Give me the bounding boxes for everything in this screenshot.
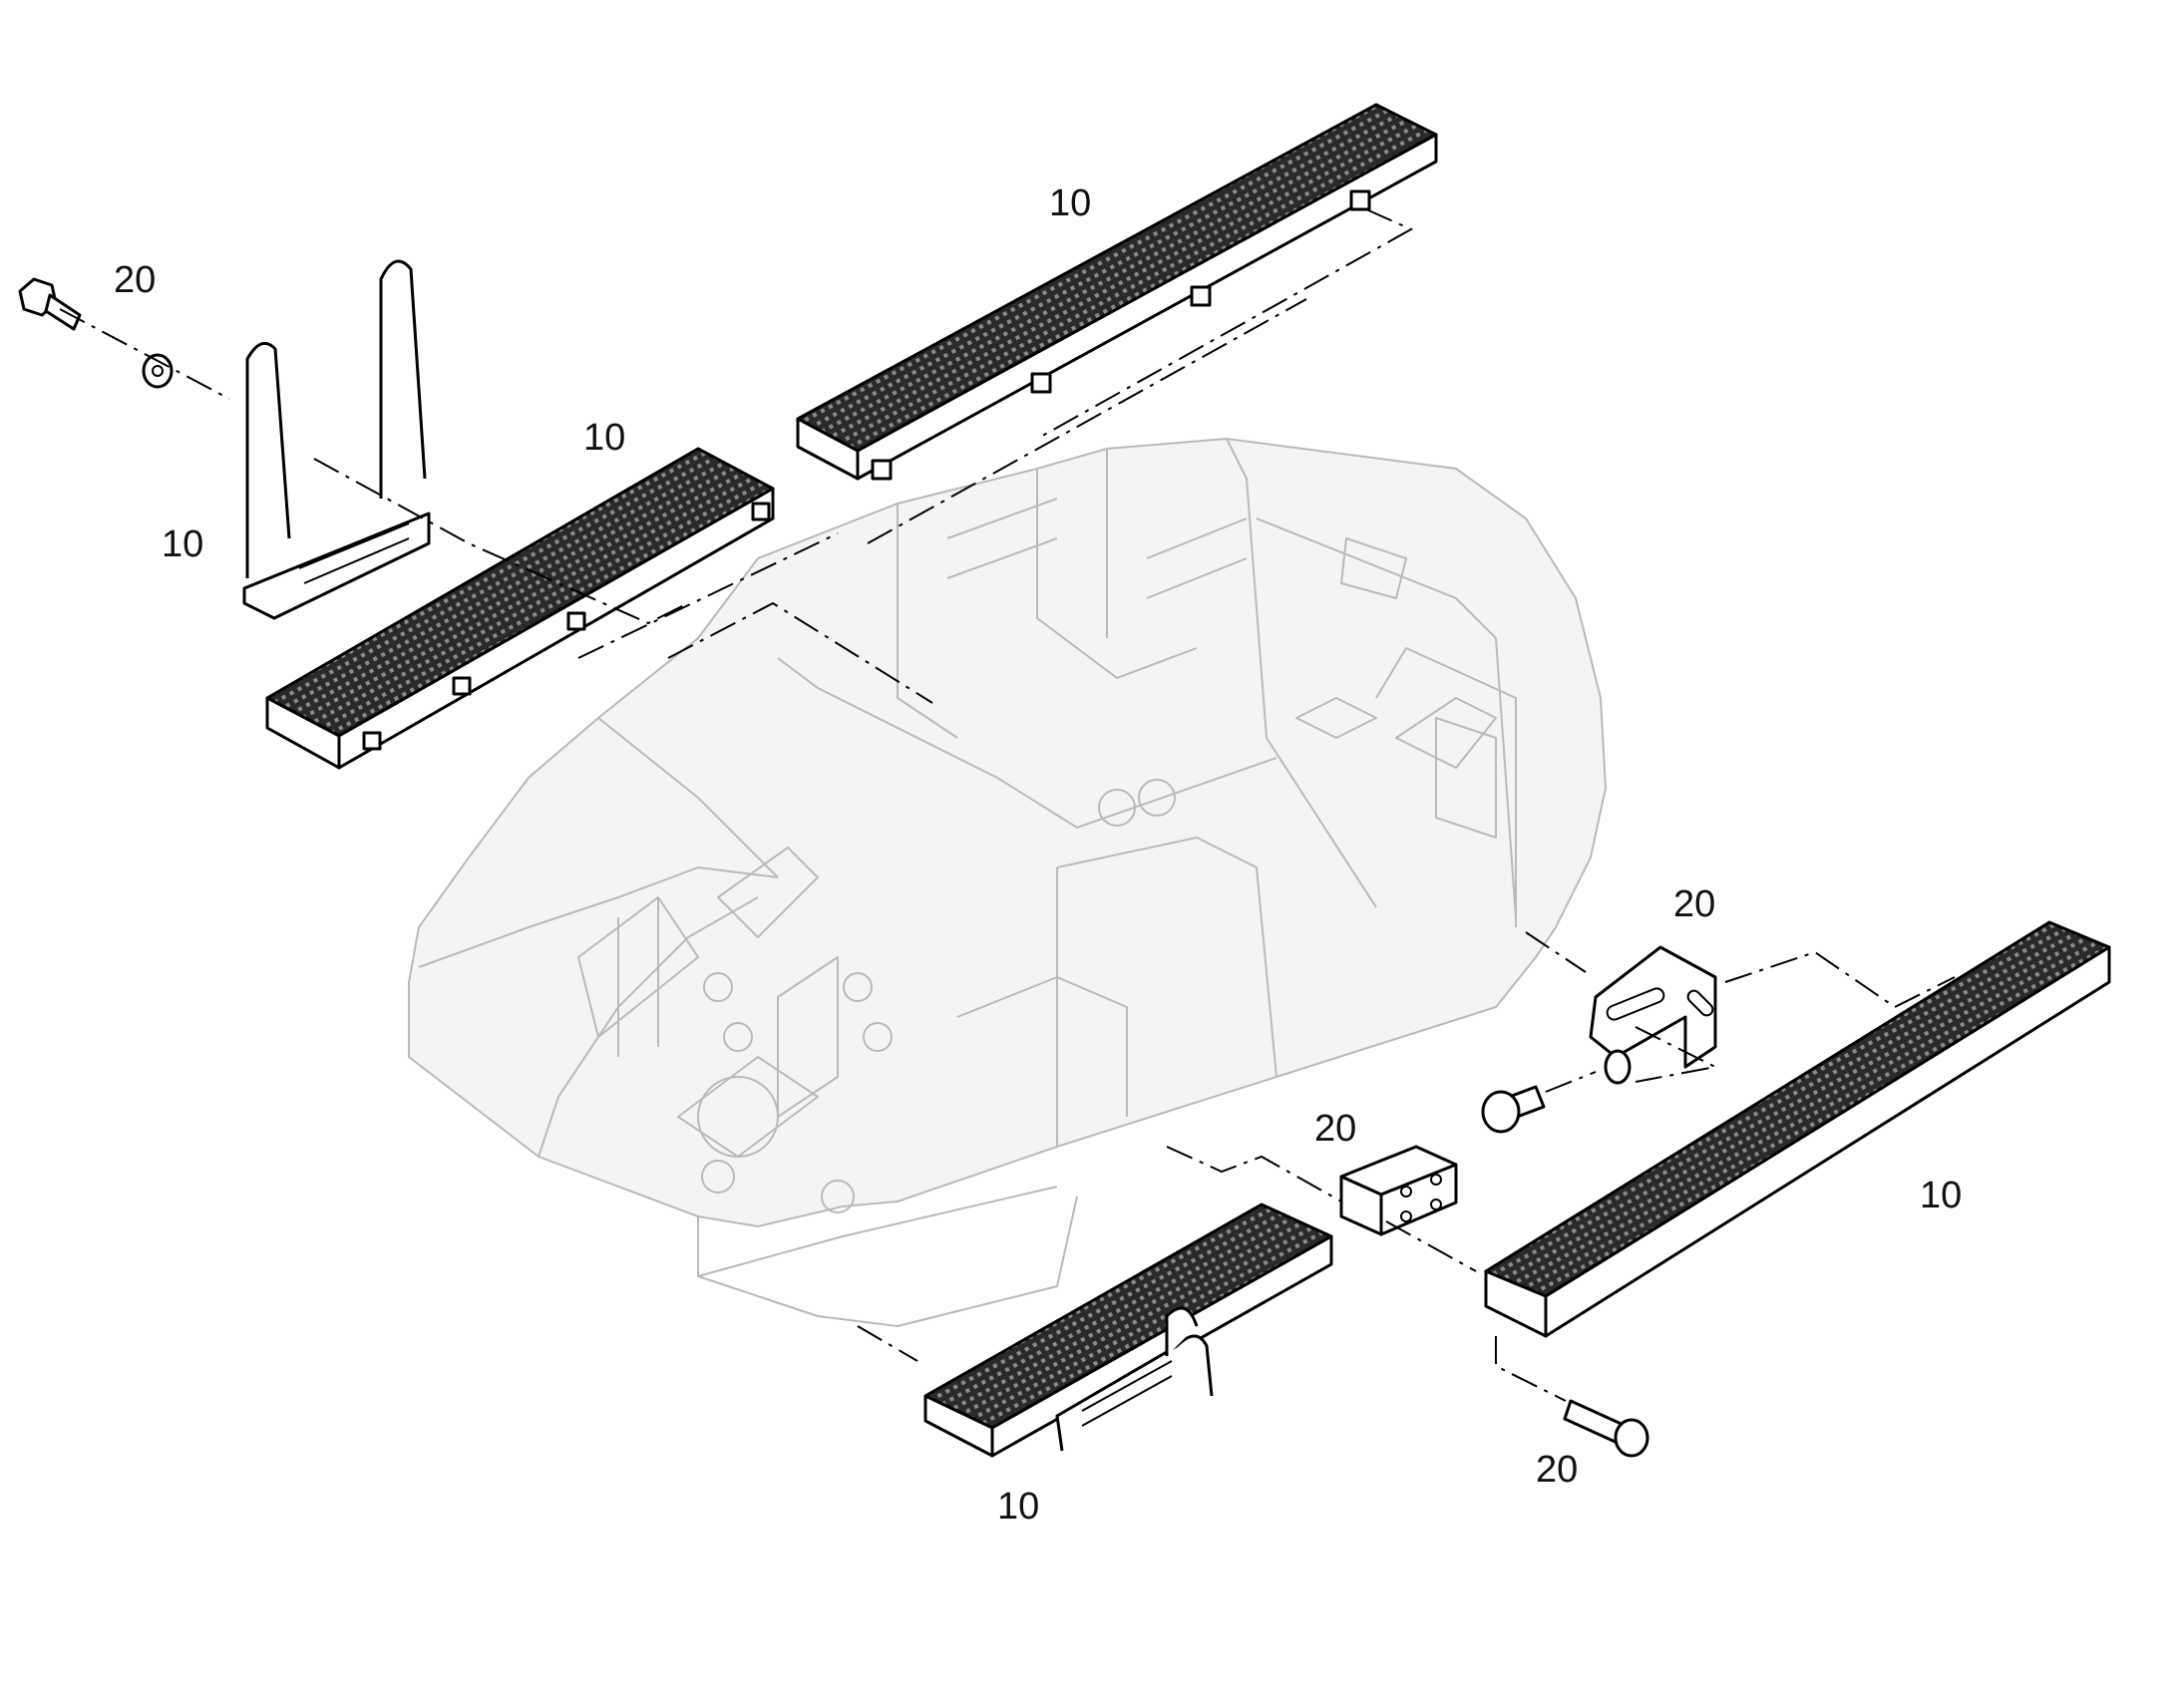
- step-bottom: [923, 1202, 1333, 1458]
- step-top-left: [265, 447, 775, 770]
- bolt-right-bracket: [1481, 1049, 1632, 1134]
- callout-handle-left: 10: [162, 523, 204, 565]
- step-right: [1484, 920, 2111, 1338]
- bracket-right: [1589, 945, 1717, 1069]
- spacer-block-center: [1339, 1145, 1458, 1236]
- step-top-right: [796, 103, 1438, 481]
- callout-bolt-bottom-right: 20: [1536, 1449, 1579, 1491]
- grab-handle-left: [242, 259, 431, 620]
- callout-step-right: 10: [1920, 1175, 1963, 1216]
- bolt-top-left: [18, 277, 174, 389]
- callout-bracket-right: 20: [1673, 883, 1716, 925]
- bolt-bottom-right: [1563, 1399, 1649, 1458]
- callout-bolt-top-left: 20: [114, 259, 157, 301]
- callout-step-top-left: 10: [583, 417, 626, 459]
- machine-frame: [408, 437, 1608, 1327]
- callout-block-center: 20: [1314, 1108, 1357, 1150]
- callout-step-bottom: 10: [997, 1486, 1040, 1528]
- leader-lines: [59, 208, 1956, 1402]
- callout-step-top-right: 10: [1049, 182, 1092, 224]
